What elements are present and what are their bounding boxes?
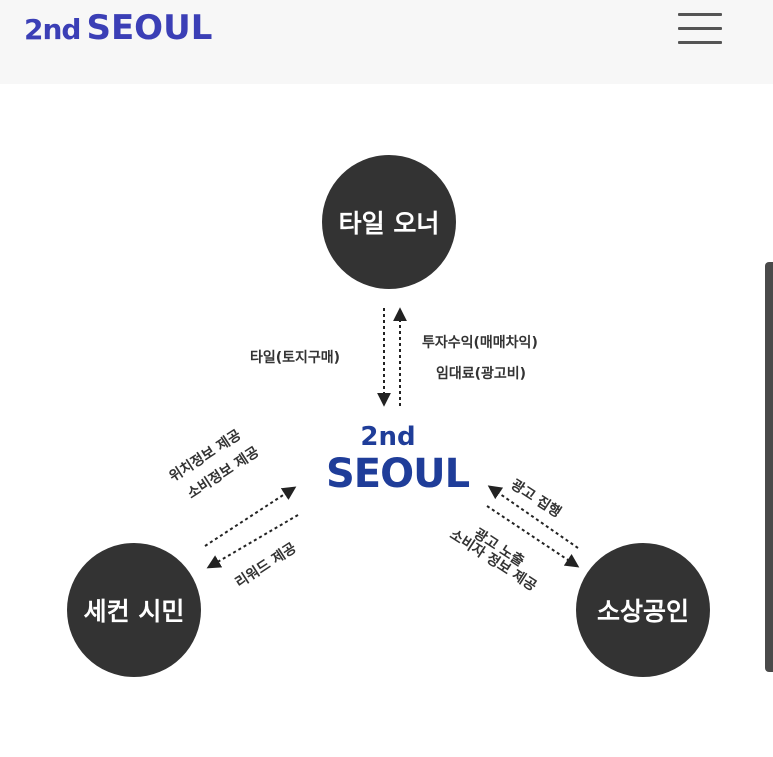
menu-line <box>678 41 722 44</box>
label-investment-return: 투자수익(매매차익) <box>422 335 538 351</box>
center-logo-prefix: 2nd <box>360 422 416 452</box>
node-second-citizen: 세컨 시민 <box>67 543 201 677</box>
label-tile-purchase: 타일(토지구매) <box>250 350 341 366</box>
logo-name: SEOUL <box>86 8 213 48</box>
scrollbar[interactable] <box>765 262 773 672</box>
arrow-center-to-right <box>486 505 580 568</box>
node-small-business-label: 소상공인 <box>596 597 689 626</box>
node-tile-owner: 타일 오너 <box>322 155 456 289</box>
menu-line <box>678 13 722 16</box>
label-rent: 임대료(광고비) <box>436 366 527 382</box>
node-small-business: 소상공인 <box>576 543 710 677</box>
logo-prefix: 2nd <box>24 13 81 46</box>
node-tile-owner-label: 타일 오너 <box>338 209 440 238</box>
menu-line <box>678 27 722 30</box>
arrow-left-to-center <box>204 486 297 547</box>
center-logo: 2nd SEOUL <box>326 422 470 497</box>
center-logo-name: SEOUL <box>326 451 470 497</box>
hamburger-menu-icon[interactable] <box>672 8 728 48</box>
arrow-center-to-left <box>206 514 299 569</box>
node-second-citizen-label: 세컨 시민 <box>83 597 185 626</box>
